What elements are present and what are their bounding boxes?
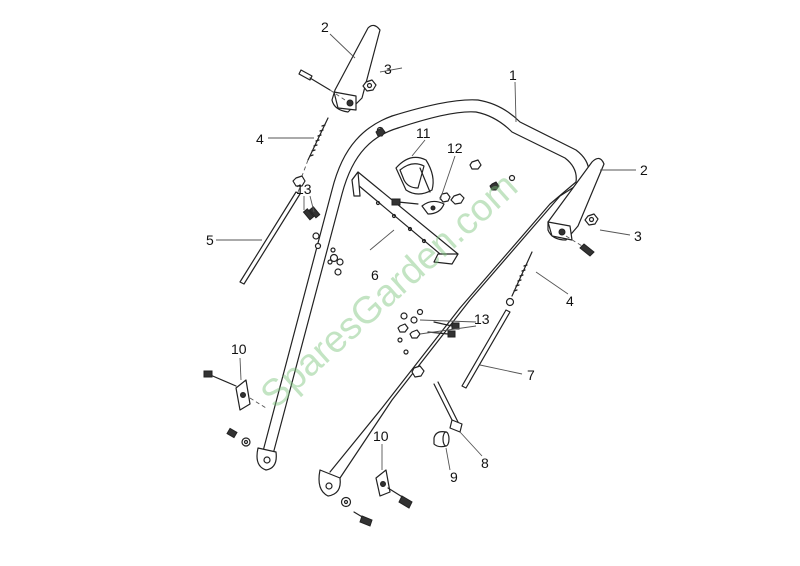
frame-nut-top-center	[375, 127, 500, 191]
callout-11: 11	[416, 125, 431, 141]
leader-lines	[216, 33, 636, 471]
part-10-right-bracket	[340, 469, 413, 527]
callout-10-right: 10	[373, 428, 389, 444]
callout-4-upper: 4	[256, 131, 264, 147]
part-5-rod	[239, 181, 303, 285]
part-10-left-bracket	[203, 370, 267, 447]
callout-8: 8	[481, 455, 489, 471]
callout-5: 5	[206, 232, 214, 248]
part-3-nut-upper	[362, 79, 377, 92]
part-9-knob	[433, 431, 450, 448]
callout-4-lower: 4	[566, 293, 574, 309]
callout-1: 1	[509, 67, 517, 83]
callout-3-upper: 3	[384, 61, 392, 77]
part-7-rod	[461, 297, 515, 389]
callout-2-right: 2	[640, 162, 648, 178]
part-11-control-housing	[395, 156, 434, 195]
part-4-lower-rod	[511, 251, 533, 297]
part-12-lever-plate	[391, 192, 465, 215]
part-3-nut-right	[584, 213, 599, 226]
part-13-left-bolt-set	[292, 175, 344, 276]
part-8-bolt	[411, 365, 463, 433]
callout-9: 9	[450, 469, 458, 485]
part-13-right-bolt-set	[397, 308, 460, 339]
clamp-bolt-upper	[298, 69, 346, 101]
callout-13-left: 13	[296, 181, 312, 197]
callout-2-upper: 2	[321, 19, 329, 35]
part-4-upper-rod	[301, 117, 329, 177]
callout-13-right: 13	[474, 311, 490, 327]
callout-6: 6	[371, 267, 379, 283]
callout-10-left: 10	[231, 341, 247, 357]
part-6-cross-bracket	[351, 171, 459, 265]
part-2-right-clamp	[547, 157, 605, 241]
part-2-upper-left-clamp	[331, 24, 381, 113]
callout-3-right: 3	[634, 228, 642, 244]
part-1-handle-frame	[256, 99, 590, 497]
callout-7: 7	[527, 367, 535, 383]
clamp-bolt-right	[565, 235, 595, 257]
callout-12: 12	[447, 140, 463, 156]
